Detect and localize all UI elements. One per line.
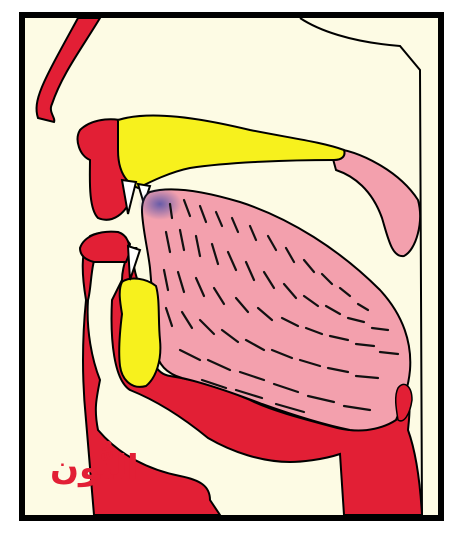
contact-point (138, 188, 182, 220)
lower-jaw-bone (119, 279, 160, 387)
letter-caption: النُّون (50, 448, 139, 488)
